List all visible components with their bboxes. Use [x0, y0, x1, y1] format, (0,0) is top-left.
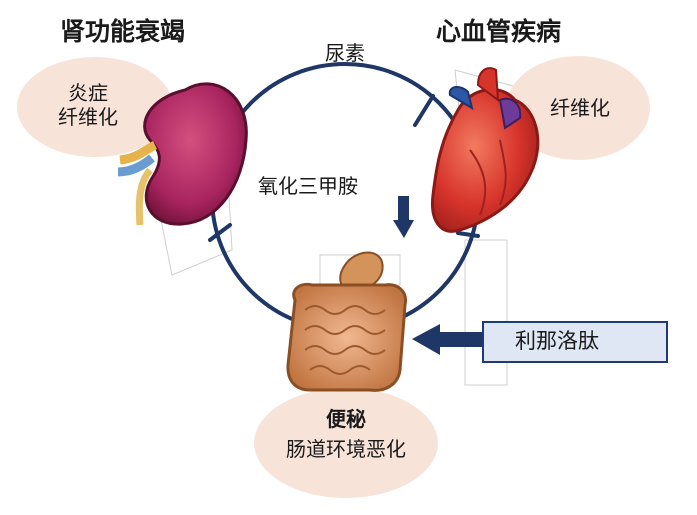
drug-box	[482, 321, 668, 363]
kidney-bubble-line1: 炎症	[68, 81, 108, 105]
kidney-illustration	[117, 82, 248, 226]
urea-label: 尿素	[325, 41, 365, 65]
gut-bubble	[254, 388, 438, 498]
tmao-arrow	[393, 196, 414, 238]
gut-bubble-title: 便秘	[326, 407, 366, 431]
heart-title: 心血管疾病	[436, 17, 562, 46]
heart-bubble-text: 纤维化	[550, 96, 610, 120]
gut-bubble-sub: 肠道环境恶化	[286, 437, 406, 461]
drug-arrow	[412, 324, 484, 355]
kidney-title: 肾功能衰竭	[60, 17, 186, 46]
gut-illustration	[286, 251, 408, 392]
heart-illustration	[430, 67, 540, 233]
kidney-bubble	[17, 57, 173, 157]
tmao-label: 氧化三甲胺	[258, 174, 358, 198]
drug-label: 利那洛肽	[515, 329, 599, 353]
inhibition-bars	[208, 94, 480, 242]
heart-bubble	[506, 56, 650, 160]
kidney-bubble-line2: 纤维化	[58, 105, 118, 129]
